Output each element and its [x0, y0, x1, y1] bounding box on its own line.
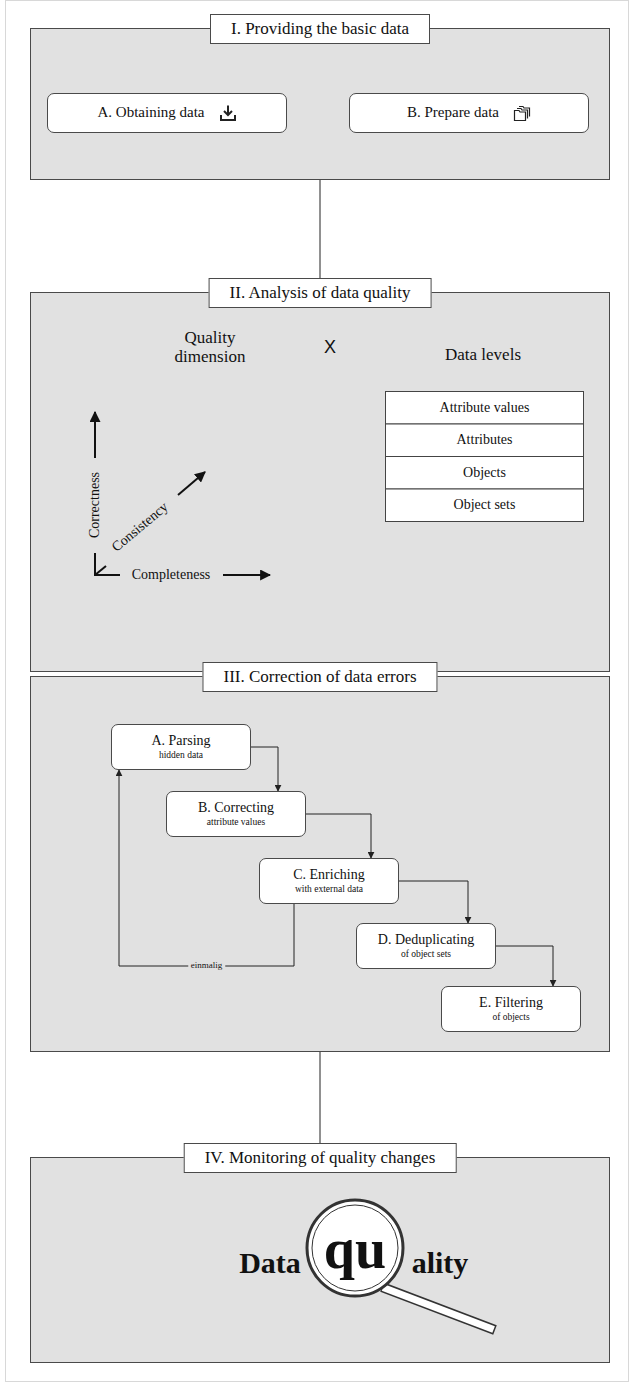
illustration-word: Data — [239, 1246, 301, 1279]
table-cell: Attribute values — [440, 400, 530, 415]
panel-heading: IV. Monitoring of quality changes — [184, 1143, 457, 1173]
connector — [251, 747, 278, 791]
connector-label: einmalig — [188, 961, 226, 971]
step-box: C. Enrichingwith external data — [259, 858, 399, 904]
step-title: C. Enriching — [293, 867, 365, 883]
connector-layer — [119, 180, 553, 1143]
step-title: B. Correcting — [198, 800, 274, 816]
step-subtitle: with external data — [295, 884, 363, 895]
page-frame — [6, 1, 629, 1382]
step-subtitle: hidden data — [159, 750, 203, 761]
illustration-word: ality — [412, 1246, 469, 1279]
step-subtitle: of objects — [492, 1012, 529, 1023]
magnified-letters: qu — [324, 1219, 386, 1281]
phase-panel: A. Obtaining dataB. Prepare dataI. Provi… — [30, 28, 610, 180]
panel-heading: III. Correction of data errors — [202, 662, 437, 692]
axis-label: Completeness — [132, 567, 211, 582]
axis-title: Quality dimension — [154, 329, 266, 366]
step-box: D. Deduplicatingof object sets — [356, 923, 496, 969]
step-title: B. Prepare data — [407, 104, 499, 121]
phase-panel: II. Analysis of data quality — [30, 292, 610, 672]
step-subtitle: attribute values — [207, 817, 265, 828]
panel-fill — [30, 292, 610, 672]
step-subtitle: of object sets — [401, 949, 451, 960]
step-title: D. Deduplicating — [378, 932, 474, 948]
magnifier — [307, 1200, 495, 1330]
table-title: Data levels — [445, 346, 521, 365]
axis-label: Correctness — [87, 472, 102, 538]
phase-panel: IV. Monitoring of quality changes — [30, 1157, 610, 1363]
panel-heading: I. Providing the basic data — [210, 14, 430, 44]
step-box: A. Parsinghidden data — [111, 724, 251, 770]
step-box: E. Filteringof objects — [441, 986, 581, 1032]
data-level-table — [386, 392, 584, 522]
step-box: B. Correctingattribute values — [166, 791, 306, 837]
table-cell: Objects — [463, 465, 506, 480]
panel-fill — [30, 676, 610, 1052]
step-title: E. Filtering — [479, 995, 543, 1011]
folder-icon — [513, 104, 531, 122]
step-title: A. Obtaining data — [97, 104, 204, 121]
step-box: A. Obtaining data — [47, 93, 287, 133]
panel-fill — [30, 1157, 610, 1363]
connector — [306, 814, 371, 858]
table-cell: Attributes — [457, 433, 513, 448]
axis-label: Consistency — [109, 499, 171, 555]
cross-sign: X — [324, 338, 336, 358]
connector — [496, 946, 553, 986]
table-cell: Object sets — [454, 498, 516, 513]
connector — [320, 180, 321, 278]
step-title: A. Parsing — [151, 733, 210, 749]
step-box: B. Prepare data — [349, 93, 589, 133]
download-icon — [219, 104, 237, 122]
panel-fill — [30, 28, 610, 180]
panel-heading: II. Analysis of data quality — [209, 278, 432, 308]
quality-axes — [94, 412, 270, 576]
connector — [320, 1052, 321, 1143]
connector — [399, 881, 468, 923]
phase-panel: A. Parsinghidden data B. Correctingattrib… — [30, 676, 610, 1052]
